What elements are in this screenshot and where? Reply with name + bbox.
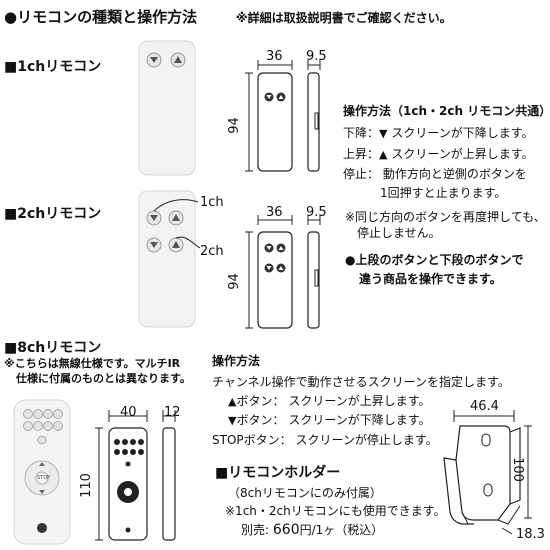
holder-sub: （8chリモコンにのみ付属）	[228, 486, 382, 500]
ops-down-label: 下降：	[343, 126, 380, 140]
ch1-remote-photo	[138, 40, 196, 176]
ops8-intro: チャンネル操作で動作させるスクリーンを指定します。	[212, 375, 510, 389]
holder-dim-width: 46.4	[470, 399, 499, 414]
ops-common-title: 操作方法（1ch・2ch リモコン共通）	[343, 104, 550, 118]
ops8-stop-row: STOPボタン： スクリーンが停止します。	[212, 431, 438, 448]
triangle-up-icon: ▲	[379, 148, 388, 161]
ops-note2b: 違う商品を操作できます。	[359, 272, 502, 286]
ch2-remote-photo	[138, 190, 201, 328]
header-note: ※詳細は取扱説明書でご確認ください。	[236, 11, 452, 25]
ch2-label-2ch: 2ch	[200, 244, 224, 259]
ch8-photo-stop-badge: STOP	[37, 475, 51, 481]
ops8-down-text: スクリーンが下降します。	[288, 413, 431, 427]
ops8-up-text: スクリーンが上昇します。	[288, 394, 431, 408]
ch8-heading: ■8chリモコン	[4, 340, 102, 356]
ops8-down-row: ▼ボタン： スクリーンが下降します。	[228, 411, 431, 428]
ops-down-row: 下降：▼ スクリーンが下降します。	[343, 124, 534, 141]
page-title: ●リモコンの種類と操作方法	[4, 8, 198, 26]
ch1-dim-width: 36	[266, 49, 283, 64]
ops-stop-text2: 1回押すと止まります。	[380, 186, 507, 200]
ch8-remote-drawing	[95, 410, 176, 541]
ch1-remote-drawing	[245, 60, 321, 172]
ops-up-label: 上昇：	[343, 147, 380, 161]
ch8-note1: ※こちらは無線仕様です。マルチIR	[4, 357, 181, 370]
ch2-heading: ■2chリモコン	[4, 206, 102, 222]
holder-title: ■リモコンホルダー	[215, 465, 341, 481]
ch1-dim-depth: 9.5	[306, 49, 327, 64]
ops-stop-row: 停止： 動作方向と逆側のボタンを	[343, 165, 527, 182]
ch8-dim-height: 110	[78, 473, 94, 498]
holder-dim-depth: 18.3	[516, 527, 545, 542]
ops8-stop-text: スクリーンが停止します。	[295, 433, 438, 447]
holder-price: 別売: 660円/1ヶ（税込）	[241, 521, 383, 538]
ch2-label-1ch: 1ch	[200, 195, 224, 210]
ops-up-row: 上昇：▲ スクリーンが上昇します。	[343, 145, 534, 162]
triangle-down-icon: ▼	[228, 414, 237, 427]
ops-note2a: ●上段のボタンと下段のボタンで	[345, 253, 524, 267]
holder-price-suffix: 円/1ヶ（税込）	[299, 523, 384, 537]
ch2-dim-width: 36	[266, 205, 283, 220]
holder-compat: ※1ch・2chリモコンにも使用できます。	[225, 504, 446, 518]
triangle-down-icon: ▼	[379, 127, 388, 140]
ops-stop-text1: 動作方向と逆側のボタンを	[382, 167, 527, 181]
ops8-title: 操作方法	[212, 354, 261, 368]
ch8-dim-depth: 12	[164, 405, 181, 420]
ch2-dim-depth: 9.5	[306, 205, 327, 220]
ops8-up-label: ボタン：	[236, 394, 285, 408]
triangle-up-icon: ▲	[228, 395, 237, 408]
ops-up-text: スクリーンが上昇します。	[391, 147, 534, 161]
ch2-dim-height: 94	[226, 273, 242, 290]
ops8-stop-label: STOPボタン：	[212, 433, 292, 447]
holder-drawing	[443, 410, 532, 535]
holder-dim-height: 100	[509, 457, 525, 482]
ch1-dim-height: 94	[226, 117, 242, 134]
ch8-remote-photo	[13, 399, 71, 545]
ops8-down-label: ボタン：	[236, 413, 285, 427]
ops8-up-row: ▲ボタン： スクリーンが上昇します。	[228, 392, 431, 409]
ops-note1a: ※同じ方向のボタンを再度押しても、	[345, 210, 546, 224]
ch2-remote-drawing	[245, 215, 321, 329]
ch1-heading: ■1chリモコン	[4, 59, 102, 75]
holder-price-prefix: 別売:	[241, 523, 270, 537]
ops-note1b: 停止しません。	[357, 226, 441, 240]
ch8-dim-width: 40	[120, 405, 137, 420]
ops-down-text: スクリーンが下降します。	[391, 126, 534, 140]
ch8-note2: 仕様に付属のものとは異なります。	[16, 372, 191, 385]
ops-stop-label: 停止：	[343, 167, 380, 181]
holder-price-value: 660	[272, 522, 300, 538]
